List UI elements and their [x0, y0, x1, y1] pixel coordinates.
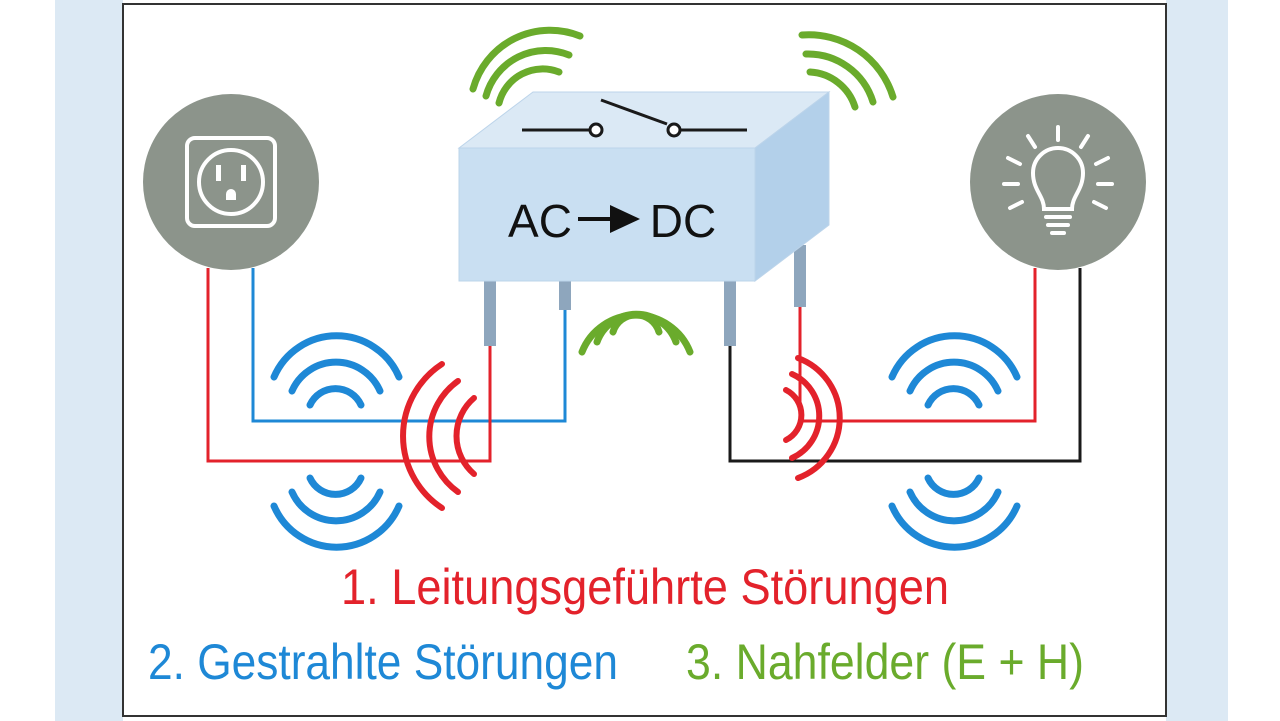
near-field-wave-top-right — [798, 31, 897, 111]
switch-icon — [522, 98, 747, 138]
right-arrow-icon — [578, 205, 640, 233]
radiated-waves — [270, 332, 1021, 551]
converter-box: AC DC — [457, 90, 831, 283]
converter-pins — [484, 245, 806, 346]
left-band — [55, 0, 123, 721]
near-field-waves — [469, 26, 897, 356]
converter-front — [458, 147, 756, 282]
conducted-wave-left — [400, 361, 477, 511]
pin-4 — [794, 245, 806, 307]
near-field-wave-bottom — [578, 310, 694, 356]
ac-label: AC — [508, 195, 572, 247]
dc-label: DC — [650, 195, 716, 247]
near-field-wave-top-left — [469, 26, 584, 107]
radiated-wave-left-top — [270, 332, 403, 409]
legend-near-field: 3. Nahfelder (E + H) — [686, 634, 1084, 690]
wire-red-left — [206, 268, 492, 463]
radiated-wave-right-top — [888, 332, 1021, 409]
legend-conducted: 1. Leitungsgeführte Störungen — [341, 559, 949, 615]
light-bulb-icon — [970, 94, 1146, 270]
right-band — [1166, 0, 1228, 721]
pin-3 — [724, 280, 736, 346]
conducted-wave-right — [783, 355, 843, 481]
radiated-wave-right-bottom — [888, 474, 1021, 551]
legend-radiated: 2. Gestrahlte Störungen — [148, 634, 618, 690]
pin-2 — [559, 280, 571, 310]
radiated-wave-left-bottom — [270, 474, 403, 551]
pin-1 — [484, 280, 496, 346]
conducted-waves — [400, 355, 843, 511]
wire-black-right — [728, 268, 1082, 463]
power-outlet-icon — [143, 94, 319, 270]
wire-blue-left — [251, 268, 567, 423]
